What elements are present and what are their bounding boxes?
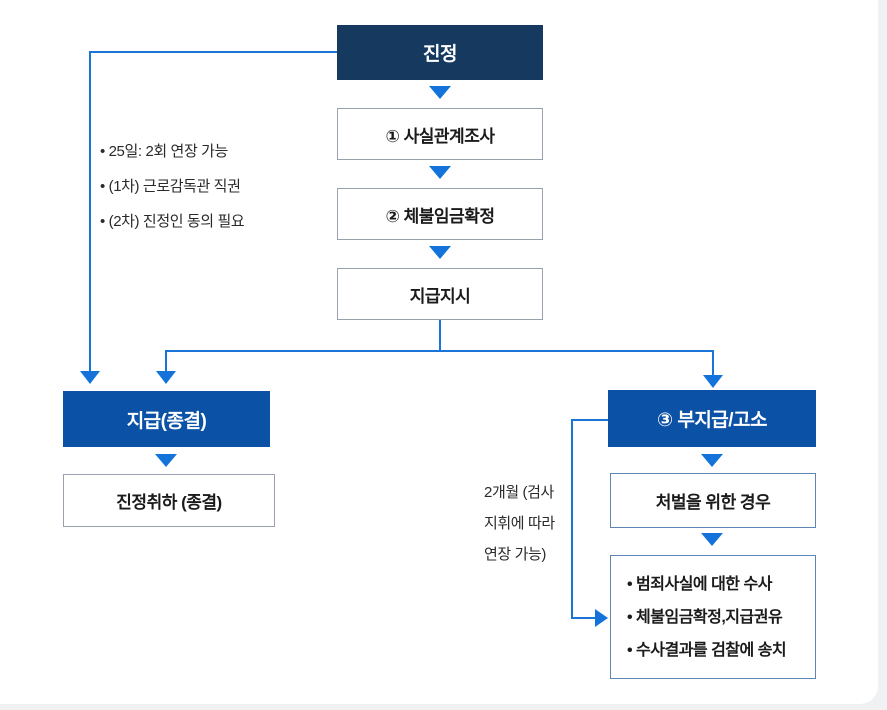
connector-loop-vertical [571, 419, 573, 619]
punish-box-label: 처벌을 위한 경우 [655, 493, 771, 512]
withdraw-box-label: 진정취하 (종결) [116, 493, 222, 512]
start-box-label: 진정 [423, 44, 457, 65]
connector-branch-right [712, 350, 714, 376]
arrow-down-icon [701, 454, 723, 467]
investigation-box: • 범죄사실에 대한 수사 • 체불임금확정,지급권유 • 수사결과를 검찰에 … [610, 555, 816, 679]
step-payment-order-label: 지급지시 [409, 286, 471, 306]
paid-box: 지급(종결) [63, 391, 270, 447]
arrow-down-icon [80, 371, 100, 384]
step-box-payment-order: 지급지시 [337, 268, 543, 320]
investigation-item: • 범죄사실에 대한 수사 [627, 575, 772, 593]
left-note-line: • (2차) 진정인 동의 필요 [100, 213, 245, 230]
step-wage-confirm-label: ② 체불임금확정 [385, 206, 495, 226]
connector-start-to-left [89, 51, 337, 53]
start-box: 진정 [337, 25, 543, 80]
arrow-down-icon [429, 166, 451, 179]
left-note-line: • 25일: 2회 연장 가능 [100, 143, 228, 160]
connector-branch-horizontal [165, 350, 714, 352]
connector-step3-down [439, 320, 441, 350]
left-note-line: • (1차) 근로감독관 직권 [100, 178, 241, 195]
arrow-right-icon [595, 609, 608, 627]
unpaid-box: ③ 부지급/고소 [608, 390, 816, 447]
connector-loop-top [571, 419, 608, 421]
withdraw-box: 진정취하 (종결) [63, 474, 275, 527]
arrow-down-icon [155, 454, 177, 467]
connector-left-vertical [89, 51, 91, 371]
investigation-item: • 체불임금확정,지급권유 [627, 608, 783, 626]
connector-branch-left [165, 350, 167, 372]
step-box-wage-confirm: ② 체불임금확정 [337, 188, 543, 240]
unpaid-box-label: ③ 부지급/고소 [656, 410, 768, 431]
investigation-item: • 수사결과를 검찰에 송치 [627, 641, 787, 659]
duration-note-line: 2개월 (검사 [484, 484, 554, 501]
arrow-down-icon [701, 533, 723, 546]
duration-note-line: 연장 가능) [484, 546, 546, 563]
connector-loop-bottom [571, 617, 596, 619]
arrow-down-icon [429, 86, 451, 99]
step-box-fact-check: ① 사실관계조사 [337, 108, 543, 160]
arrow-down-icon [429, 246, 451, 259]
arrow-down-icon [703, 375, 723, 388]
step-fact-check-label: ① 사실관계조사 [385, 126, 495, 146]
duration-note: 2개월 (검사 지휘에 따라 연장 가능) [484, 477, 555, 570]
paid-box-label: 지급(종결) [126, 410, 207, 432]
duration-note-line: 지휘에 따라 [484, 515, 555, 532]
left-note: • 25일: 2회 연장 가능 • (1차) 근로감독관 직권 • (2차) 진… [100, 134, 245, 239]
punish-box: 처벌을 위한 경우 [610, 473, 816, 528]
arrow-down-icon [156, 371, 176, 384]
